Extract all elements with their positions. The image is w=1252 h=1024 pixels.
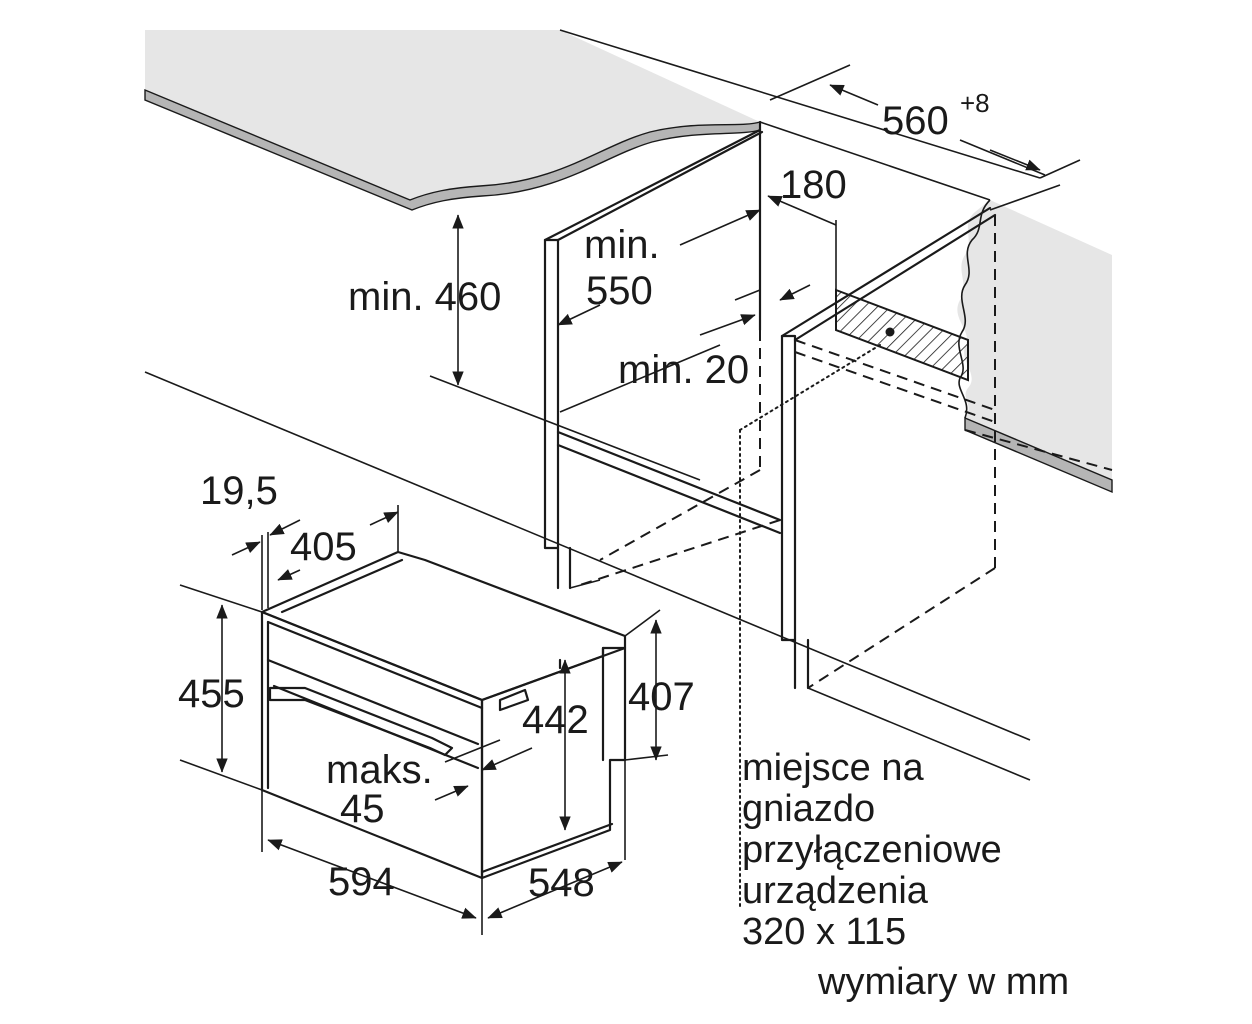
socket-note-line-5: 320 x 115 — [742, 911, 907, 953]
dim-side-height: 407 — [628, 675, 695, 719]
dim-min-gap: min. 20 — [618, 348, 749, 392]
socket-area — [739, 220, 969, 911]
dim-panel-height: 405 — [290, 525, 357, 569]
cabinet-structure — [144, 29, 1081, 781]
dim-appliance-depth: 548 — [528, 861, 595, 905]
dim-max-value: 45 — [340, 787, 385, 831]
niche-outline-dashed — [579, 215, 1113, 689]
dim-width-niche: 560 — [882, 99, 949, 143]
units-note: wymiary w mm — [818, 961, 1070, 1003]
dim-inner-height: 442 — [522, 698, 589, 742]
dim-appliance-height: 455 — [178, 672, 245, 716]
dim-min-height: min. 460 — [348, 275, 501, 319]
socket-note-line-3: przyłączeniowe — [742, 829, 1002, 871]
socket-note-line-1: miejsce na — [742, 747, 924, 789]
dim-max-label: maks. — [326, 748, 433, 792]
socket-note-line-2: gniazdo — [742, 788, 876, 830]
dim-lines-upper — [452, 64, 1046, 413]
dim-appliance-width: 594 — [328, 860, 395, 904]
dimension-labels: 560 +8 180 min. 550 min. 460 min. 20 19,… — [178, 88, 990, 905]
dim-width-niche-tolerance: +8 — [960, 88, 990, 118]
dim-socket-offset: 180 — [780, 163, 847, 207]
worktop-right — [957, 199, 1113, 494]
dim-min-depth-value: 550 — [586, 269, 653, 313]
dim-lines-appliance — [179, 505, 669, 935]
socket-note-line-4: urządzenia — [742, 870, 928, 912]
dim-front-thickness: 19,5 — [200, 469, 278, 513]
dim-min-depth-label: min. — [584, 223, 660, 267]
